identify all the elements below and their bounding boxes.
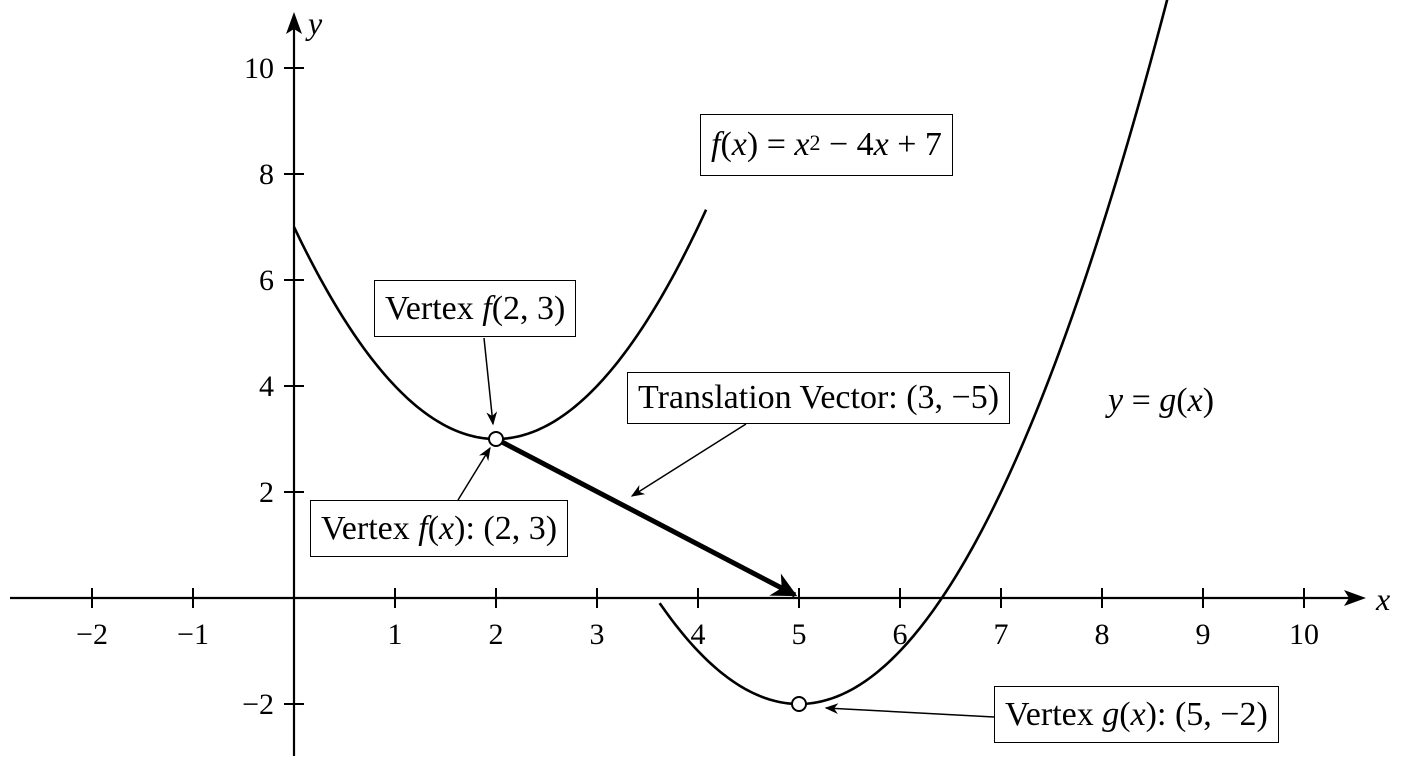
vertex-g-pointer <box>824 703 995 718</box>
translation-label-pointer <box>630 423 747 497</box>
translation-vector-label: Translation Vector: (3, −5) <box>627 372 1011 424</box>
g-label-eq: = <box>1123 382 1160 419</box>
x-tick-label: 4 <box>691 618 706 651</box>
vertex-g-post: ): (5, −2) <box>1145 695 1268 733</box>
x-tick-label: 5 <box>792 618 807 651</box>
f-eq: ) = <box>746 126 795 163</box>
vertex-g-label: Vertex g(x): (5, −2) <box>994 686 1279 743</box>
x-tick-label: 1 <box>388 618 403 651</box>
x-tick-label: 7 <box>994 618 1009 651</box>
vertex-f-top-pre: Vertex <box>385 289 483 327</box>
vertex-g-var: x <box>1130 695 1146 733</box>
vertex-f-bottom-pointer <box>457 446 491 501</box>
translation-vector-arrow <box>500 439 798 598</box>
vertex-g-fn: g <box>1102 695 1120 733</box>
x-tick-label: 3 <box>590 618 605 651</box>
f-plus: + 7 <box>888 126 942 163</box>
x-tick-label: −2 <box>76 618 108 651</box>
f-var: x <box>731 126 747 163</box>
g-label-close: ) <box>1202 382 1215 419</box>
g-label: y = g(x) <box>1108 382 1214 420</box>
y-tick-label: 8 <box>259 158 274 191</box>
f-x-var: x <box>873 126 889 163</box>
vertex-f-top-fn: f <box>482 289 492 327</box>
x-ticks: −2 −1 1 2 3 4 5 6 7 8 9 10 <box>76 588 1319 651</box>
g-label-open: ( <box>1176 382 1188 419</box>
vertex-f-bottom-label: Vertex f(x): (2, 3) <box>310 500 569 557</box>
parabola-g <box>658 0 1169 706</box>
vertex-f-bottom-open: ( <box>427 509 440 547</box>
y-axis-arrowhead <box>286 12 302 34</box>
vertex-g-open: ( <box>1119 695 1131 733</box>
x-tick-label: 10 <box>1289 618 1319 651</box>
f-open-paren: ( <box>720 126 732 163</box>
y-axis-label: y <box>305 5 323 41</box>
vertex-f-bottom-var: x <box>439 509 455 547</box>
vertex-f-top-label: Vertex f(2, 3) <box>374 280 577 337</box>
x-tick-label: −1 <box>177 618 209 651</box>
y-tick-label: 2 <box>259 476 274 509</box>
vertex-f-top-post: (2, 3) <box>491 289 566 327</box>
vertex-f-bottom-fn: f <box>418 509 428 547</box>
vertex-g-pre: Vertex <box>1005 695 1103 733</box>
x-tick-label: 8 <box>1095 618 1110 651</box>
y-tick-label: 10 <box>244 52 274 85</box>
vertex-f-point <box>488 431 504 447</box>
f-symbol: f <box>711 126 721 163</box>
f-exponent: 2 <box>809 130 821 155</box>
vertex-f-bottom-pre: Vertex <box>321 509 419 547</box>
x-axis-arrowhead <box>1344 590 1366 606</box>
y-tick-label: −2 <box>242 688 274 721</box>
x-axis-label: x <box>1375 581 1390 617</box>
y-ticks: −2 2 4 6 8 10 <box>242 52 304 721</box>
axes: x y −2 −1 1 2 3 4 5 6 7 8 9 10 −2 2 4 6 8 10 <box>10 5 1390 756</box>
vertex-f-bottom-post: ): (2, 3) <box>454 509 558 547</box>
f-x2-var: x <box>794 126 810 163</box>
g-label-x: x <box>1187 382 1203 419</box>
x-tick-label: 2 <box>489 618 504 651</box>
x-tick-label: 6 <box>893 618 908 651</box>
y-tick-label: 6 <box>259 264 274 297</box>
g-label-fn: g <box>1159 382 1177 419</box>
f-minus: − 4 <box>820 126 874 163</box>
g-label-y: y <box>1108 382 1124 419</box>
vertex-g-point <box>791 696 807 712</box>
vertex-f-top-pointer <box>483 337 498 426</box>
y-tick-label: 4 <box>259 370 274 403</box>
x-tick-label: 9 <box>1196 618 1211 651</box>
